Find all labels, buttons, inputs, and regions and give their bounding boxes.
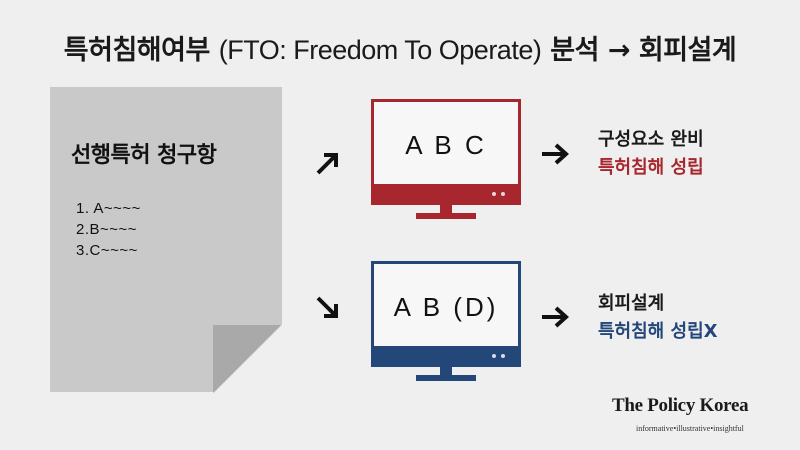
- monitor-bezel-bar: [374, 184, 518, 202]
- indicator-dot: [492, 354, 496, 358]
- indicator-dot: [492, 192, 496, 196]
- screen-text: A B (D): [393, 292, 499, 322]
- arrow-down-right-icon: [316, 296, 338, 318]
- result-infringe: 구성요소 완비 특허침해 성립: [598, 126, 704, 182]
- claim-list: 1. A~~~~ 2.B~~~~ 3.C~~~~: [76, 198, 141, 261]
- brand-logo: The Policy Korea: [612, 395, 749, 416]
- monitor-screen: A B (D): [371, 261, 521, 367]
- indicator-dot: [501, 192, 505, 196]
- result-verdict: 특허침해 성립X: [598, 321, 718, 342]
- result-condition: 구성요소 완비: [598, 129, 704, 150]
- monitor-design-around-product: A B (D): [371, 261, 521, 381]
- claim-item: 3.C~~~~: [76, 242, 138, 259]
- arrow-up-right-icon: [316, 153, 338, 175]
- monitor-neck: [440, 205, 452, 213]
- monitor-infringing-product: A B C: [371, 99, 521, 219]
- indicator-dot: [501, 354, 505, 358]
- claim-item: 1. A~~~~: [76, 200, 141, 217]
- title-korean-tail: 분석 → 회피설계: [550, 35, 737, 66]
- arrow-right-icon: [542, 306, 569, 328]
- monitor-screen: A B C: [371, 99, 521, 205]
- monitor-base: [416, 375, 476, 381]
- document-title: 선행특허 청구항: [71, 143, 217, 168]
- monitor-neck: [440, 367, 452, 375]
- brand-tagline: informative•illustrative•insightful: [636, 424, 744, 433]
- title-korean-lead: 특허침해여부: [63, 35, 211, 66]
- result-verdict: 특허침해 성립: [598, 157, 704, 178]
- monitor-base: [416, 213, 476, 219]
- monitor-bezel-bar: [374, 346, 518, 364]
- document-fold-corner: [213, 325, 281, 393]
- result-condition: 회피설계: [598, 293, 665, 314]
- claim-item: 2.B~~~~: [76, 221, 138, 238]
- result-design-around: 회피설계 특허침해 성립X: [598, 290, 718, 346]
- arrow-right-icon: [542, 143, 569, 165]
- screen-text: A B C: [405, 130, 487, 160]
- title-latin: (FTO: Freedom To Operate): [218, 35, 542, 65]
- page-title: 특허침해여부 (FTO: Freedom To Operate) 분석 → 회피…: [0, 28, 800, 67]
